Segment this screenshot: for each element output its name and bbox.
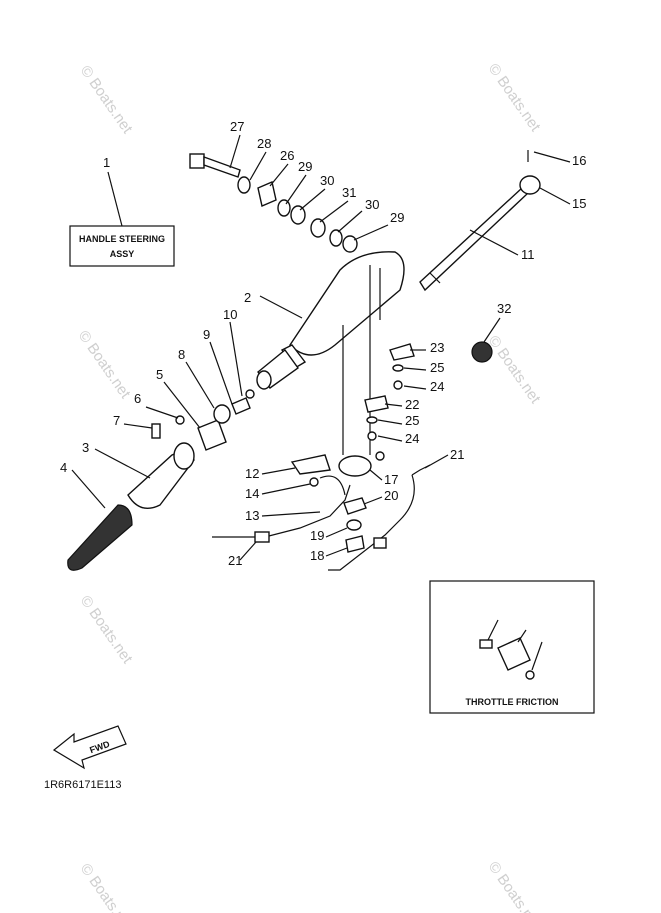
handle-steering-label-line2: ASSY <box>110 249 135 259</box>
watermark: © Boats.net <box>77 63 136 138</box>
callout-22: 22 <box>405 397 419 412</box>
callout-3: 3 <box>82 440 89 455</box>
callout-7: 7 <box>113 413 120 428</box>
callout-17: 17 <box>384 472 398 487</box>
callout-12: 12 <box>245 466 259 481</box>
callout-30-lower: 30 <box>365 197 379 212</box>
callout-20: 20 <box>384 488 398 503</box>
watermark: © Boats.net <box>485 333 544 408</box>
watermark: © Boats.net <box>485 61 544 136</box>
callout-29-lower: 29 <box>390 210 404 225</box>
cable-bracket-assembly <box>212 451 431 571</box>
steering-handle-arm <box>256 251 405 455</box>
callout-24-upper: 24 <box>430 379 444 394</box>
callout-29-upper: 29 <box>298 159 312 174</box>
callout-27: 27 <box>230 119 244 134</box>
callout-14: 14 <box>245 486 259 501</box>
leader-lines <box>71 134 571 561</box>
callout-10: 10 <box>223 307 237 322</box>
callout-23: 23 <box>430 340 444 355</box>
watermark: © Boats.net <box>75 328 134 403</box>
throttle-grip-parts <box>67 389 255 571</box>
callout-9: 9 <box>203 327 210 342</box>
callout-30-upper: 30 <box>320 173 334 188</box>
callout-15: 15 <box>572 196 586 211</box>
callout-4: 4 <box>60 460 67 475</box>
callout-5: 5 <box>156 367 163 382</box>
callout-18: 18 <box>310 548 324 563</box>
throttle-friction-label: THROTTLE FRICTION <box>466 697 559 707</box>
callout-24-lower: 24 <box>405 431 419 446</box>
watermark: © Boats.net <box>77 593 136 668</box>
callout-11: 11 <box>521 247 535 262</box>
callout-6: 6 <box>134 391 141 406</box>
handle-steering-label-box: HANDLE STEERING ASSY <box>69 171 175 267</box>
callout-16: 16 <box>572 153 586 168</box>
callout-28: 28 <box>257 136 271 151</box>
callout-26: 26 <box>280 148 294 163</box>
fwd-arrow: FWD <box>52 725 127 770</box>
callout-25-upper: 25 <box>430 360 444 375</box>
callout-19: 19 <box>310 528 324 543</box>
callout-1: 1 <box>103 155 110 170</box>
callout-32: 32 <box>497 301 511 316</box>
throttle-rod <box>419 186 528 292</box>
watermark: © Boats.net <box>485 859 544 913</box>
callout-25-lower: 25 <box>405 413 419 428</box>
watermark: © Boats.net <box>77 861 136 913</box>
callout-2: 2 <box>244 290 251 305</box>
callout-13: 13 <box>245 508 259 523</box>
callout-21-right: 21 <box>450 447 464 462</box>
callout-21-left: 21 <box>228 553 242 568</box>
callout-31: 31 <box>342 185 356 200</box>
callout-8: 8 <box>178 347 185 362</box>
figure-code: 1R6R6171E113 <box>44 779 121 791</box>
handle-steering-label-line1: HANDLE STEERING <box>79 234 165 244</box>
callout-layer: 1 2 3 4 5 6 7 8 9 10 11 12 13 14 15 16 1… <box>60 119 586 641</box>
bolt-washer-stack <box>189 153 358 253</box>
small-right-parts <box>364 150 541 441</box>
throttle-friction-inset: THROTTLE FRICTION <box>429 580 595 714</box>
